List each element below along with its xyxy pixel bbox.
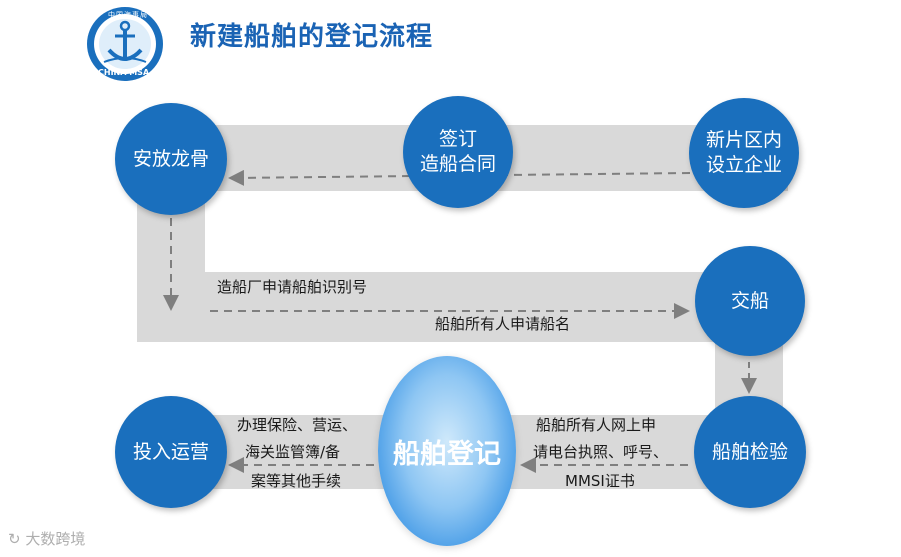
step-inspection-label: 船舶检验 [711, 440, 788, 463]
hub-label: 船舶登记 [393, 438, 501, 470]
step-new-area: 新片区内设立企业 [689, 98, 799, 208]
step-delivery-label: 交船 [730, 289, 769, 312]
label-after-3: 案等其他手续 [251, 472, 342, 490]
step-inspection: 船舶检验 [694, 396, 806, 508]
band-middle [137, 272, 757, 342]
label-after-2: 海关监管簿/备 [245, 443, 341, 461]
step-operation: 投入运营 [115, 396, 227, 508]
label-after-1: 办理保险、营运、 [237, 416, 358, 434]
watermark-icon: ↻ [8, 530, 26, 548]
step-new-area-line2: 设立企业 [705, 154, 782, 176]
step-delivery: 交船 [695, 246, 805, 356]
label-online-3: MMSI证书 [565, 472, 635, 490]
watermark: ↻ 大数跨境 [8, 528, 85, 549]
watermark-text: 大数跨境 [25, 530, 86, 548]
label-online-1: 船舶所有人网上申 [536, 416, 657, 434]
step-keel: 安放龙骨 [115, 103, 227, 215]
logo-text: CHINA MSA [98, 68, 150, 77]
step-operation-label: 投入运营 [132, 440, 209, 463]
hub-ship-registration: 船舶登记 [378, 356, 516, 546]
step-contract: 签订造船合同 [403, 96, 513, 208]
label-online-2: 请电台执照、呼号、 [533, 443, 669, 461]
page-title: 新建船舶的登记流程 [190, 22, 434, 52]
china-msa-logo: 中国海事局 CHINA MSA [84, 4, 166, 84]
step-contract-line2: 造船合同 [419, 153, 496, 175]
logo-top-text: 中国海事局 [108, 11, 148, 19]
label-owner-name: 船舶所有人申请船名 [435, 315, 571, 333]
step-contract-line1: 签订 [438, 128, 477, 150]
step-new-area-line1: 新片区内 [705, 129, 782, 151]
label-shipyard: 造船厂申请船舶识别号 [217, 278, 368, 296]
step-keel-label: 安放龙骨 [132, 147, 209, 170]
anchor-icon [87, 7, 163, 81]
